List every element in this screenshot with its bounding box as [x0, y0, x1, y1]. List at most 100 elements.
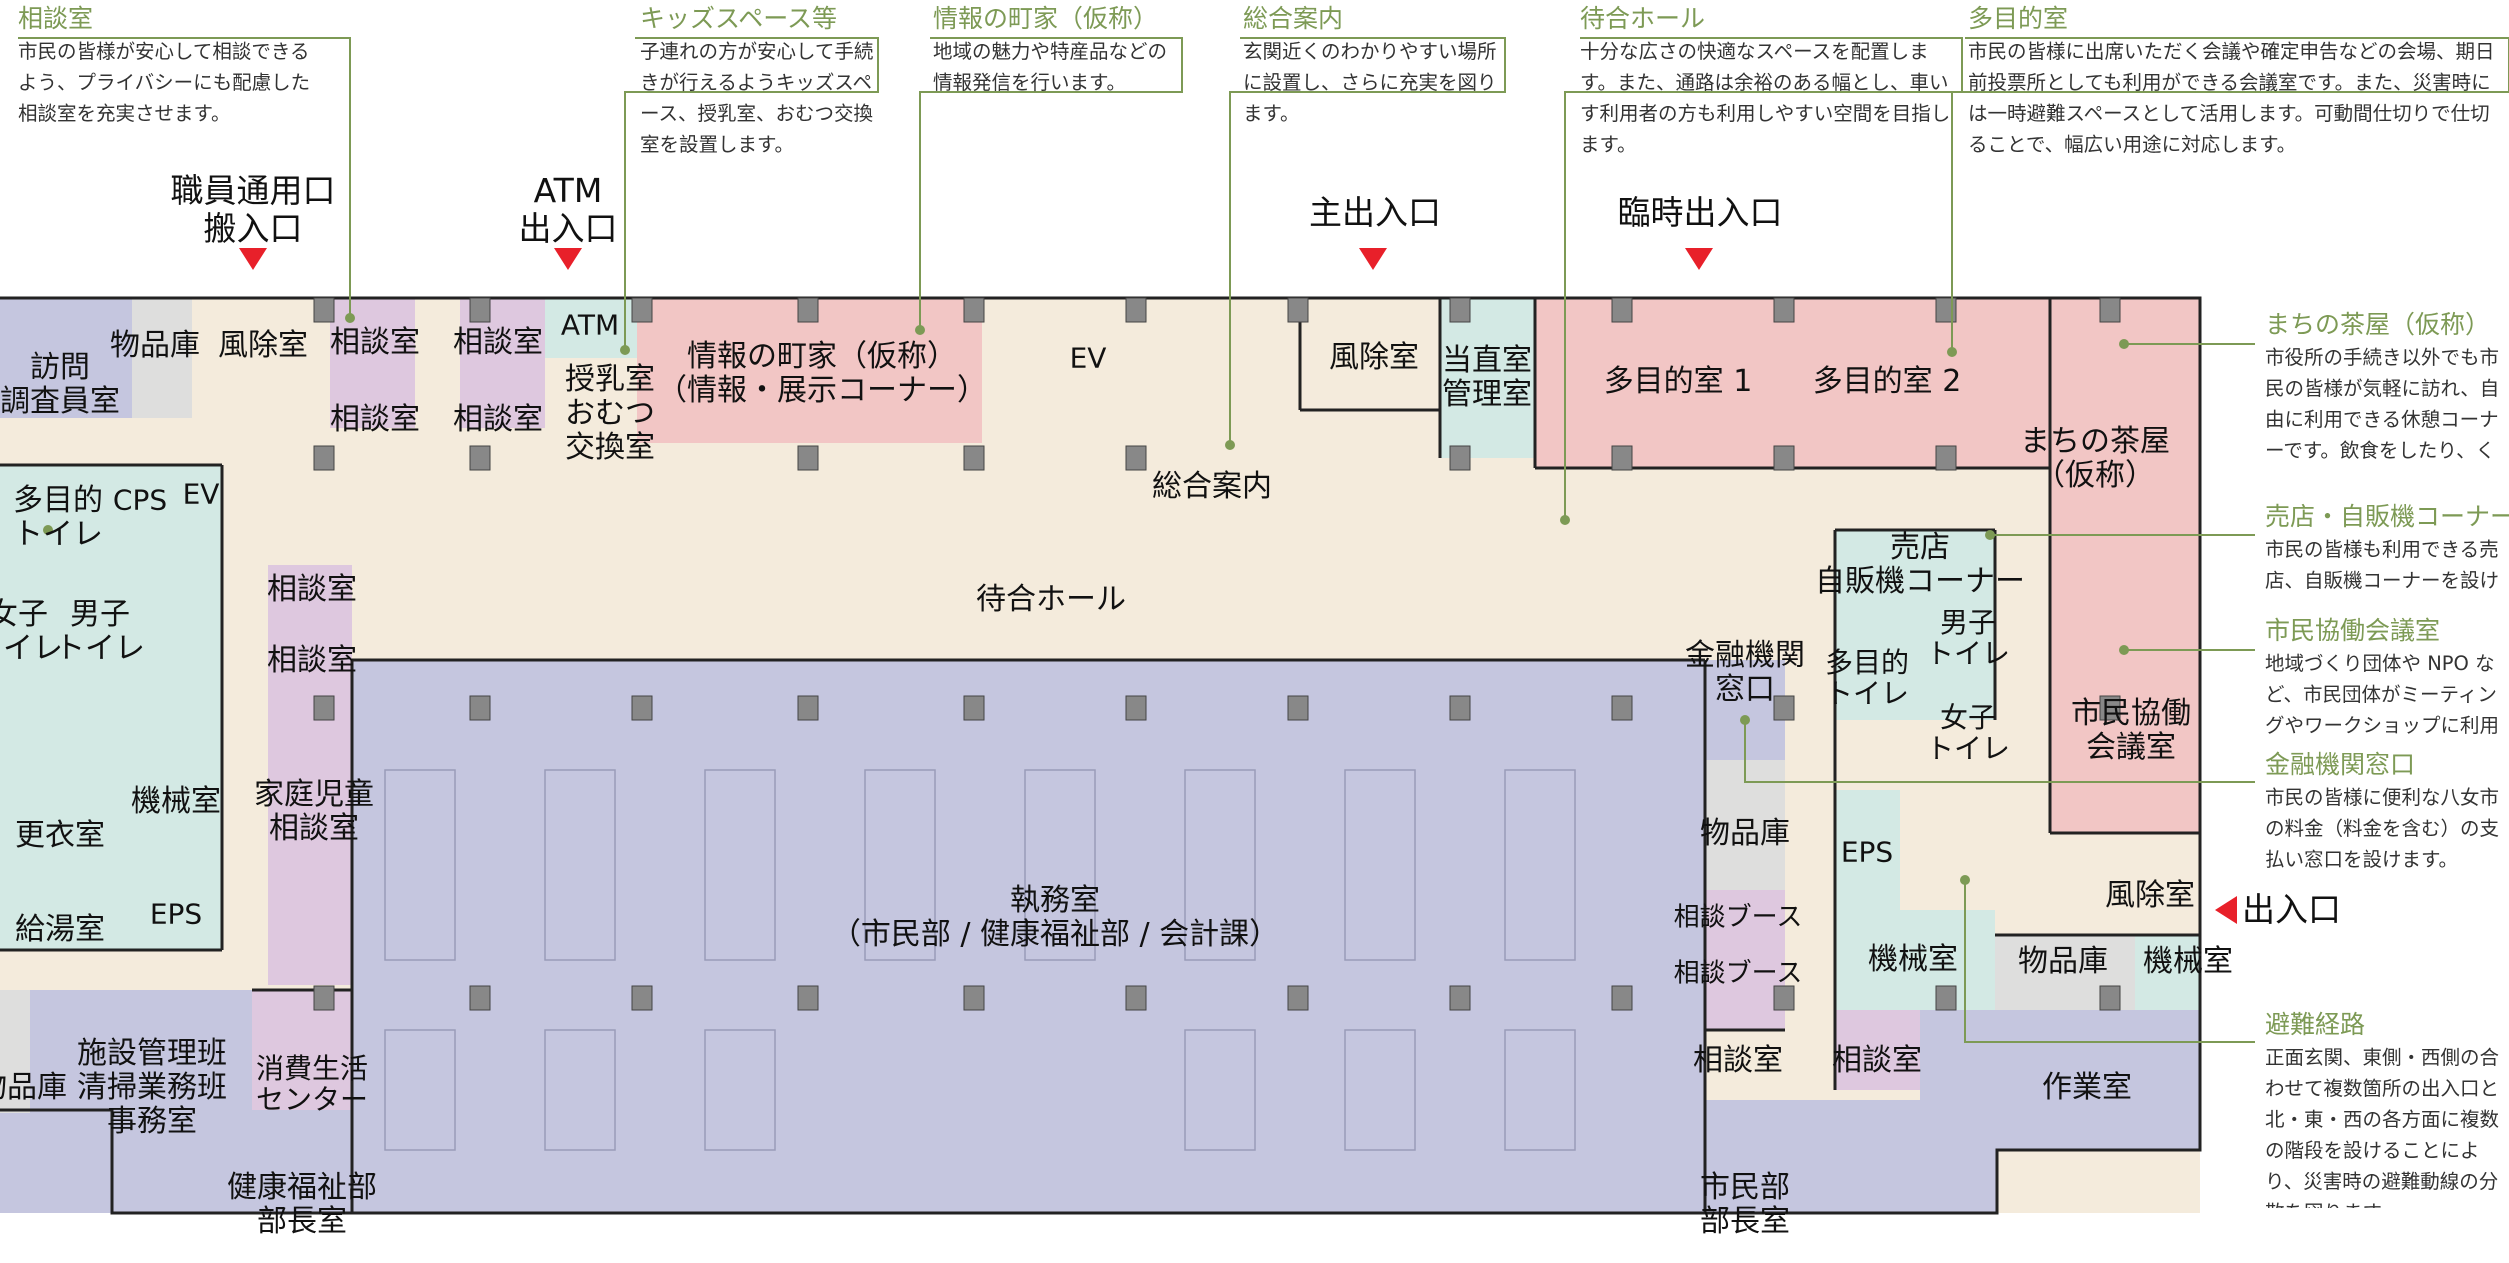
column: [797, 297, 819, 323]
leader-dot: [1225, 440, 1235, 450]
desk-block: [1344, 1029, 1416, 1151]
room-windbreak-nw: 風除室: [218, 328, 308, 363]
annotation-shop: 売店・自販機コーナー 市民の皆様も利用できる売店、自販機コーナーを設けます。: [2265, 500, 2509, 602]
annotation-consult: 相談室 市民の皆様が安心して相談できるよう、プライバシーにも配慮した相談室を充実…: [18, 2, 318, 129]
annotation-evacuation: 避難経路 正面玄関、東側・西側の合わせて複数箇所の出入口と北・東・西の各方面に複…: [2265, 1008, 2509, 1208]
column: [313, 985, 335, 1011]
room-kitchenette: 給湯室: [15, 912, 105, 947]
room-storage-e: 物品庫: [1700, 816, 1790, 851]
desk-block: [864, 769, 936, 961]
east-sagyo: [1920, 1010, 2200, 1150]
column: [1449, 445, 1471, 471]
column: [2099, 695, 2121, 721]
room-storage-e2: 物品庫: [2018, 944, 2108, 979]
column: [1773, 445, 1795, 471]
entrance-arrow-atm: [554, 248, 582, 270]
column: [1449, 985, 1471, 1011]
room-multipurpose-toilet-e: 多目的 トイレ: [1824, 646, 1910, 710]
room-storage-sw: 物品庫: [0, 1070, 67, 1105]
desk-block: [1504, 769, 1576, 961]
consult-c: [268, 565, 352, 985]
room-atm: ATM: [560, 308, 620, 342]
sw-office: [0, 990, 252, 1213]
annotation-title: 相談室: [18, 4, 94, 33]
office-area-lower: [112, 1100, 1997, 1213]
column: [469, 445, 491, 471]
annotation-body: 地域の魅力や特産品などの情報発信を行います。: [933, 40, 1168, 94]
entrance-main-label: 主出入口: [1309, 193, 1441, 232]
room-consult-booth-1: 相談ブース: [1673, 902, 1803, 933]
room-consult-b2: 相談室: [453, 402, 543, 437]
annotation-title: 総合案内: [1243, 4, 1344, 33]
leader-dot: [1947, 347, 1957, 357]
annotation-title: 金融機関窓口: [2265, 750, 2416, 779]
column: [1287, 297, 1309, 323]
column: [1125, 985, 1147, 1011]
column: [313, 445, 335, 471]
column: [963, 985, 985, 1011]
desk-block: [1024, 769, 1096, 961]
annotation-bank: 金融機関窓口 市民の皆様に便利な八女市の料金（料金を含む）の支払い窓口を設けます…: [2265, 748, 2509, 878]
column: [797, 985, 819, 1011]
column: [313, 297, 335, 323]
room-facility-office: 施設管理班 清掃業務班 事務室: [77, 1036, 227, 1139]
column: [1287, 985, 1309, 1011]
leader-general: [1229, 37, 1506, 445]
leader-dot: [1960, 875, 1970, 885]
column: [1449, 297, 1471, 323]
room-nursing: 授乳室 おむつ 交換室: [565, 362, 655, 465]
annotation-body: 市民の皆様に便利な八女市の料金（料金を含む）の支払い窓口を設けます。: [2265, 786, 2500, 871]
kyodo-area: [2050, 638, 2200, 833]
room-multipurpose-2: 多目的室 2: [1812, 364, 1962, 399]
room-office: 執務室 （市民部 / 健康福祉部 / 会計課）: [830, 883, 1280, 952]
room-waiting-hall: 待合ホール: [976, 582, 1126, 617]
annotation-body: 市役所の手続き以外でも市民の皆様が気軽に訪れ、自由に利用できる休憩コーナーです。…: [2265, 346, 2500, 462]
column: [1125, 297, 1147, 323]
room-ev-main: EV: [1069, 341, 1107, 375]
annotation-leader-dots: [43, 313, 2129, 885]
room-eps-w: EPS: [149, 897, 203, 931]
entrance-temp-label: 臨時出入口: [1617, 193, 1783, 232]
room-consult-a1: 相談室: [330, 325, 420, 360]
annotation-title: 市民協働会議室: [2265, 616, 2441, 645]
shohi-area: [252, 990, 352, 1110]
office-desks: [384, 769, 1576, 1151]
leader-dot: [1560, 515, 1570, 525]
desk-block: [1344, 769, 1416, 961]
desk-block: [1184, 1029, 1256, 1151]
room-mens-toilet-e: 男子 トイレ: [1925, 606, 2011, 670]
leader-dot: [2119, 339, 2129, 349]
room-consult-c1: 相談室: [267, 572, 357, 607]
column: [1773, 297, 1795, 323]
column: [469, 297, 491, 323]
east-kikai2: [2135, 935, 2200, 1010]
leader-dot: [2119, 645, 2129, 655]
annotation-title: 多目的室: [1968, 4, 2069, 33]
column: [631, 297, 653, 323]
column: [631, 985, 653, 1011]
leader-dot: [915, 325, 925, 335]
annotation-body: 市民の皆様も利用できる売店、自販機コーナーを設けます。: [2265, 538, 2500, 602]
room-mechanical-w: 機械室: [131, 784, 221, 819]
column: [1611, 695, 1633, 721]
desk-block: [1504, 1029, 1576, 1151]
room-consult-booth-2: 相談ブース: [1673, 958, 1803, 989]
annotation-kyodo: 市民協働会議室 地域づくり団体や NPO など、市民団体がミーティングやワークシ…: [2265, 614, 2509, 744]
column: [1935, 445, 1957, 471]
floor-areas: [0, 298, 2200, 1213]
entrance-arrow-main: [1359, 248, 1387, 270]
annotation-title: 待合ホール: [1580, 4, 1706, 33]
room-ev-w: EV: [182, 477, 220, 511]
desk-block: [544, 1029, 616, 1151]
desk-block: [384, 769, 456, 961]
annotation-kids: キッズスペース等 子連れの方が安心して手続きが行えるようキッズスペース、授乳室、…: [640, 2, 875, 160]
room-eps-e: EPS: [1840, 835, 1894, 869]
entrance-east-label: 出入口: [2242, 890, 2341, 929]
room-shop-vending: 売店 自販機コーナー: [1815, 530, 2025, 599]
room-health-director: 健康福祉部 部長室: [227, 1170, 377, 1239]
desk-block: [544, 769, 616, 961]
annotation-body: 玄関近くのわかりやすい場所に設置し、さらに充実を図ります。: [1243, 40, 1497, 125]
tochoku-area: [1440, 298, 1535, 458]
leader-dot: [1985, 530, 1995, 540]
leader-bank: [1744, 720, 2255, 783]
